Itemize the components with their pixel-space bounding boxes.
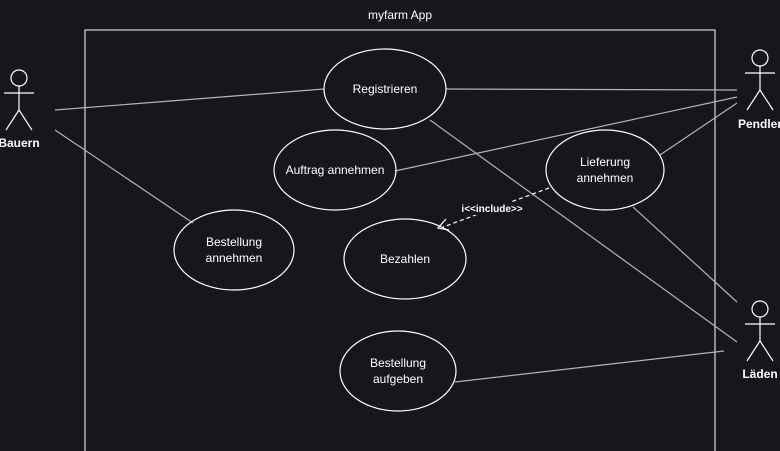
use-case-accept-job-label: Auftrag annehmen: [286, 163, 385, 177]
association-place-order-shops: [454, 350, 725, 383]
actor-farmers[interactable]: Bauern: [0, 69, 40, 150]
use-case-accept-delivery-ellipse: [545, 129, 665, 211]
include-label: i<<include>>: [461, 204, 522, 215]
association-accept-job-commuters: [394, 96, 738, 172]
stick-figure-icon: [4, 69, 34, 131]
use-case-register-ellipse: [323, 48, 447, 130]
use-case-accept-order[interactable]: Bestellung annehmen: [173, 209, 295, 291]
association-farmers-register: [54, 88, 325, 111]
stick-figure-icon: [745, 300, 775, 362]
association-register-commuters: [445, 88, 738, 91]
use-case-accept-order-label-line-1: Bestellung: [206, 235, 262, 249]
actor-shops-label: Läden: [742, 367, 777, 381]
association-register-shops: [429, 119, 738, 343]
use-case-pay[interactable]: Bezahlen: [343, 218, 467, 300]
use-case-register-label: Registrieren: [353, 82, 418, 96]
use-case-pay-label: Bezahlen: [380, 252, 430, 266]
actor-commuters-label: Pendler: [738, 117, 780, 131]
actor-commuters[interactable]: Pendler: [738, 49, 780, 131]
actor-farmers-label: Bauern: [0, 136, 40, 150]
use-case-place-order-ellipse: [339, 330, 457, 412]
system-boundary: [84, 29, 716, 451]
stick-figure-icon: [745, 49, 775, 111]
use-case-pay-ellipse: [343, 218, 467, 300]
use-case-place-order-label-line-1: Bestellung: [370, 356, 426, 370]
include-dependency: i<<include>>: [436, 187, 550, 231]
use-case-accept-job[interactable]: Auftrag annehmen: [273, 129, 397, 211]
association-farmers-accept-order: [54, 129, 194, 224]
associations: [54, 88, 738, 383]
system-title: myfarm App: [368, 8, 432, 22]
use-case-place-order[interactable]: Bestellung aufgeben: [339, 330, 457, 412]
include-label-background: [458, 202, 526, 215]
use-case-accept-delivery[interactable]: Lieferung annehmen: [545, 129, 665, 211]
use-case-accept-job-ellipse: [273, 129, 397, 211]
use-case-accept-order-label-line-2: annehmen: [206, 251, 263, 265]
use-case-accept-order-ellipse: [173, 209, 295, 291]
use-case-accept-delivery-label-line-2: annehmen: [577, 171, 634, 185]
use-case-register[interactable]: Registrieren: [323, 48, 447, 130]
use-case-place-order-label-line-2: aufgeben: [373, 372, 423, 386]
association-delivery-commuters: [659, 102, 738, 156]
use-case-accept-delivery-label-line-1: Lieferung: [580, 155, 630, 169]
association-delivery-shops: [632, 206, 738, 303]
actor-shops[interactable]: Läden: [742, 300, 778, 381]
